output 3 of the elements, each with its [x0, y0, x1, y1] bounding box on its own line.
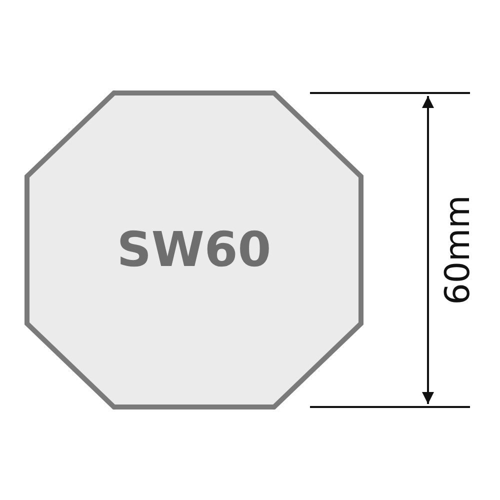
octagon-shape — [24, 90, 364, 410]
profile-label: SW60 — [116, 222, 272, 278]
dimension-label: 60mm — [438, 195, 478, 305]
